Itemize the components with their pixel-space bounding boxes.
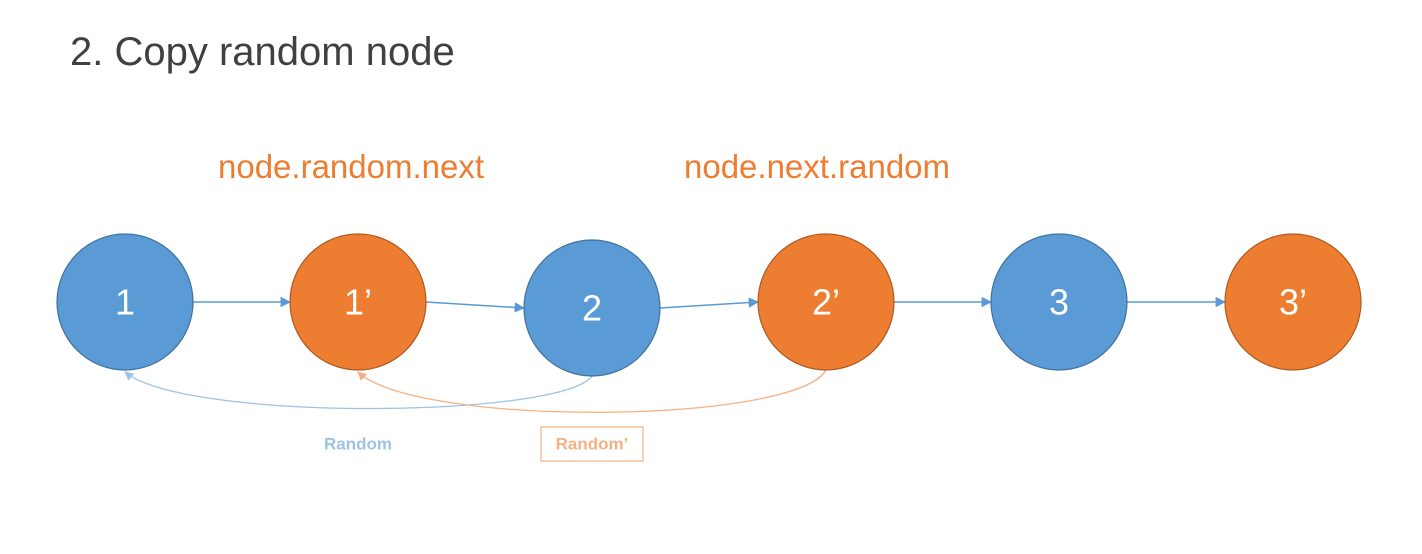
- node-2-prime: 2’: [757, 233, 895, 371]
- node-label: 3: [1049, 282, 1069, 323]
- random-arrow-2-to-1: [124, 371, 593, 410]
- node-circle: [289, 233, 427, 371]
- node-label: 1’: [344, 282, 372, 323]
- random-label: Random: [324, 435, 392, 454]
- random-prime-label-box: [540, 426, 644, 462]
- node-1-prime: 1’: [289, 233, 427, 371]
- node-3: 3: [990, 233, 1128, 371]
- annotation-random-next: node.random.next: [218, 148, 485, 185]
- node-1: 1: [56, 233, 194, 371]
- random-prime-label: Random’: [556, 435, 629, 454]
- node-2: 2: [523, 239, 661, 377]
- next-arrow: [425, 301, 526, 313]
- node-3-prime: 3’: [1224, 233, 1362, 371]
- node-label: 3’: [1279, 282, 1307, 323]
- node-circle: [1224, 233, 1362, 371]
- next-arrow: [659, 297, 760, 309]
- node-label: 2: [582, 288, 602, 329]
- node-circle: [757, 233, 895, 371]
- node-label: 2’: [812, 282, 840, 323]
- node-circle: [523, 239, 661, 377]
- node-label: 1: [115, 282, 135, 323]
- node-circle: [990, 233, 1128, 371]
- annotation-next-random: node.next.random: [684, 148, 951, 185]
- random-arrow-2-prime-to-1-prime: [357, 369, 827, 413]
- page-title: 2. Copy random node: [70, 30, 455, 74]
- node-circle: [56, 233, 194, 371]
